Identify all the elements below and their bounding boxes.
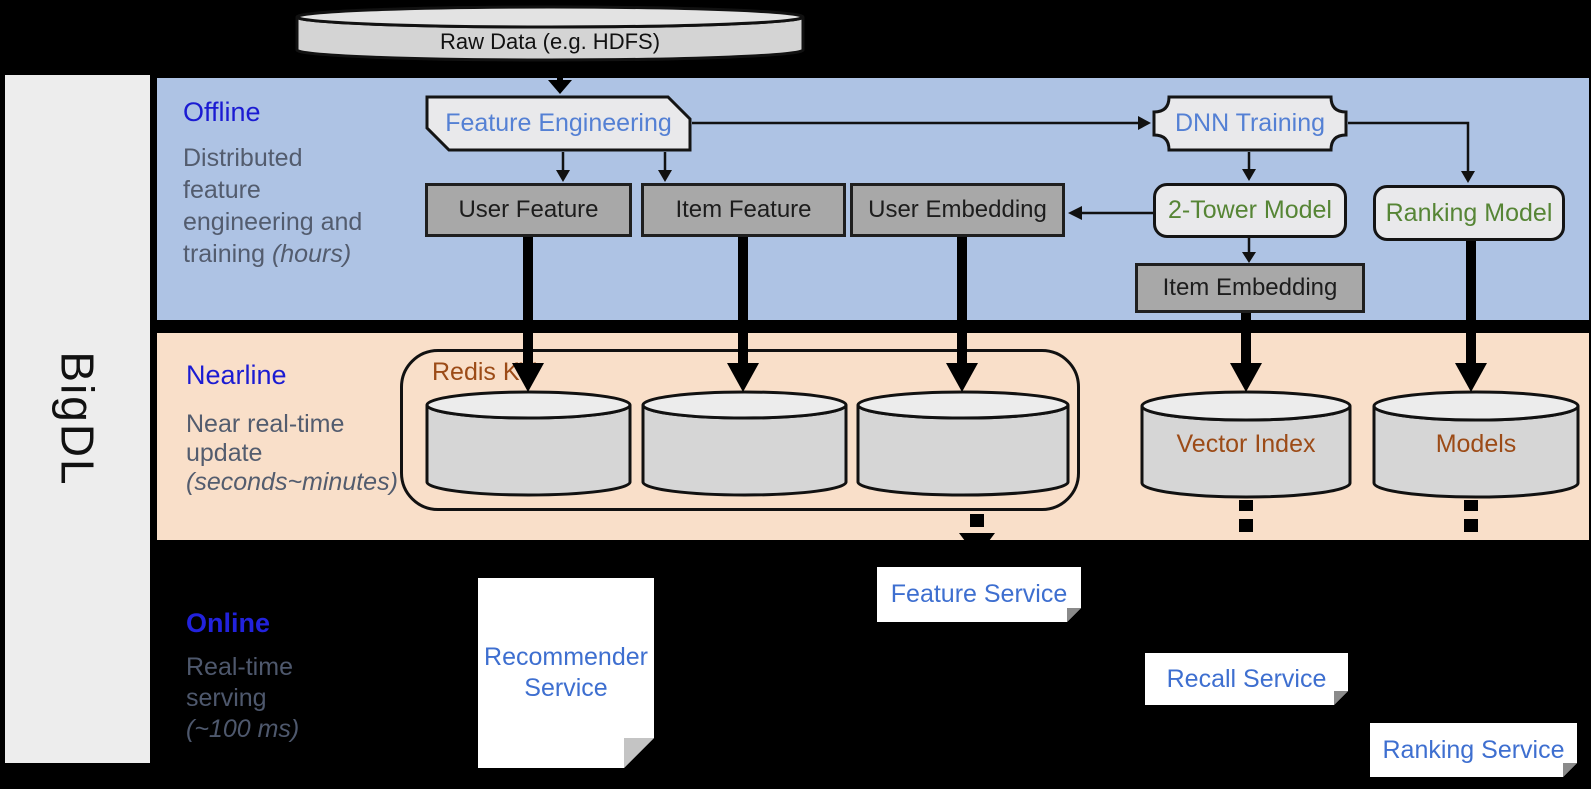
ranking-model-node: Ranking Model xyxy=(1373,185,1565,241)
online-desc-italic: (~100 ms) xyxy=(186,715,300,743)
kv-store-cylinder-1 xyxy=(425,390,632,498)
bigdl-sidebar: BigDL xyxy=(5,75,150,763)
vector-index-label: Vector Index xyxy=(1176,430,1316,458)
recall-service-label: Recall Service xyxy=(1166,664,1327,693)
feature-service-label: Feature Service xyxy=(890,580,1068,608)
item-embedding-node: Item Embedding xyxy=(1135,263,1365,313)
models-label: Models xyxy=(1435,430,1517,458)
online-section-desc: Real-time serving (~100 ms) xyxy=(186,652,436,745)
cylinder-shape xyxy=(856,390,1070,497)
raw-data-cylinder: Raw Data (e.g. HDFS) xyxy=(295,5,805,63)
raw-data-label: Raw Data (e.g. HDFS) xyxy=(439,29,661,54)
feature-service-node: Feature Service xyxy=(877,567,1081,622)
kv-store-cylinder-2 xyxy=(641,390,848,498)
cylinder-shape xyxy=(641,390,848,497)
offline-desc-italic: (hours) xyxy=(271,240,352,268)
nearline-section-label: Nearline xyxy=(186,360,287,390)
two-tower-model-node: 2-Tower Model xyxy=(1153,183,1347,238)
recommender-service-label: Recommender Service xyxy=(484,643,648,702)
page-fold-icon xyxy=(1563,763,1577,777)
nearline-desc-italic: (seconds~minutes) xyxy=(186,468,398,496)
kv-store-cylinder-3 xyxy=(856,390,1070,498)
item-feature-node: Item Feature xyxy=(641,183,846,237)
offline-desc-last: training xyxy=(183,240,272,268)
ranking-service-node: Ranking Service xyxy=(1370,723,1577,777)
recall-service-node: Recall Service xyxy=(1145,653,1348,705)
user-embedding-label: User Embedding xyxy=(868,196,1047,223)
offline-section-desc: Distributed feature engineering and trai… xyxy=(183,142,413,270)
cylinder-shape xyxy=(295,5,805,62)
feature-engineering-node: Feature Engineering xyxy=(425,95,692,152)
cylinder-shape xyxy=(425,390,632,497)
ranking-service-label: Ranking Service xyxy=(1382,735,1565,764)
online-section-label: Online xyxy=(186,608,271,638)
bigdl-logo-text: BigDL xyxy=(51,351,104,487)
dnn-training-label: DNN Training xyxy=(1174,109,1326,137)
user-feature-label: User Feature xyxy=(458,196,599,223)
item-feature-label: Item Feature xyxy=(675,196,812,223)
item-embedding-label: Item Embedding xyxy=(1162,274,1338,301)
dnn-training-node: DNN Training xyxy=(1152,95,1348,152)
nearline-section-desc: Near real-time update (seconds~minutes) xyxy=(186,410,436,497)
offline-desc-lines: Distributed feature engineering and xyxy=(183,144,363,236)
nearline-desc-lines: Near real-time update xyxy=(186,410,345,467)
ranking-model-label: Ranking Model xyxy=(1385,198,1553,227)
online-desc-lines: Real-time serving xyxy=(186,653,293,712)
cylinder-shape xyxy=(1140,390,1352,499)
offline-section-label: Offline xyxy=(183,97,261,127)
page-fold-icon xyxy=(1067,608,1081,622)
page-fold-icon xyxy=(1334,691,1348,705)
vector-index-cylinder: Vector Index xyxy=(1140,390,1352,500)
redis-kv-label: Redis KV xyxy=(432,358,537,386)
feature-engineering-label: Feature Engineering xyxy=(445,109,672,137)
snip-corner-shape xyxy=(425,95,692,152)
plaque-shape xyxy=(1152,95,1348,152)
user-embedding-node: User Embedding xyxy=(850,183,1065,237)
models-cylinder: Models xyxy=(1372,390,1580,500)
two-tower-model-label: 2-Tower Model xyxy=(1168,196,1332,224)
recommender-service-doc: Recommender Service xyxy=(478,578,654,768)
cylinder-shape xyxy=(1372,390,1580,499)
user-feature-node: User Feature xyxy=(425,183,632,237)
page-fold-icon xyxy=(624,738,654,768)
